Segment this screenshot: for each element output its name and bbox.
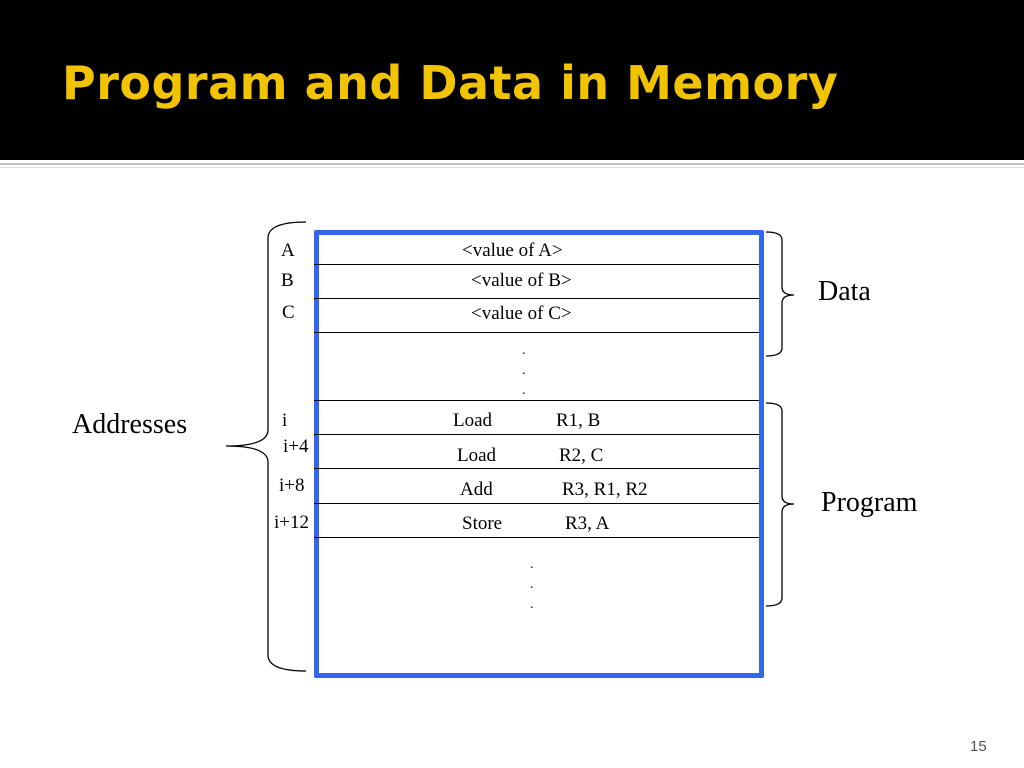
ellipsis-dot: . — [522, 363, 526, 378]
memory-cell-b: <value of B> — [471, 270, 572, 291]
address-i-plus-12: i+12 — [274, 512, 309, 533]
address-i-plus-8: i+8 — [279, 475, 305, 496]
row-divider — [314, 434, 759, 435]
address-i: i — [282, 410, 288, 431]
instruction-op: Load — [457, 445, 497, 466]
ellipsis-dot: . — [522, 383, 526, 398]
data-brace — [765, 231, 795, 357]
addresses-brace — [225, 221, 307, 672]
memory-cell-a: <value of A> — [462, 240, 563, 261]
program-brace — [765, 402, 795, 607]
title-bar — [0, 0, 1024, 160]
instruction-args: R3, A — [565, 513, 610, 534]
instruction-args: R3, R1, R2 — [562, 479, 648, 500]
address-b: B — [281, 270, 294, 291]
title-divider — [0, 163, 1024, 165]
instruction-op: Load — [453, 410, 493, 431]
instruction-op: Add — [460, 479, 493, 500]
instruction-args: R2, C — [559, 445, 604, 466]
slide-title: Program and Data in Memory — [62, 56, 839, 110]
ellipsis-dot: . — [530, 577, 534, 592]
instruction-op: Store — [462, 513, 503, 534]
row-divider — [314, 298, 759, 299]
data-label: Data — [818, 276, 871, 307]
ellipsis-dot: . — [530, 557, 534, 572]
title-divider-thin — [0, 167, 1024, 168]
row-divider — [314, 468, 759, 469]
program-label: Program — [821, 487, 918, 518]
row-divider — [314, 503, 759, 504]
memory-box — [314, 230, 764, 678]
address-c: C — [282, 302, 295, 323]
row-divider — [314, 332, 759, 333]
address-i-plus-4: i+4 — [283, 436, 309, 457]
ellipsis-dot: . — [522, 343, 526, 358]
page-number: 15 — [970, 738, 987, 755]
row-divider — [314, 264, 759, 265]
memory-cell-c: <value of C> — [471, 303, 572, 324]
row-divider — [314, 400, 759, 401]
instruction-args: R1, B — [556, 410, 601, 431]
address-a: A — [281, 240, 295, 261]
ellipsis-dot: . — [530, 597, 534, 612]
row-divider — [314, 537, 759, 538]
addresses-label: Addresses — [72, 409, 188, 440]
